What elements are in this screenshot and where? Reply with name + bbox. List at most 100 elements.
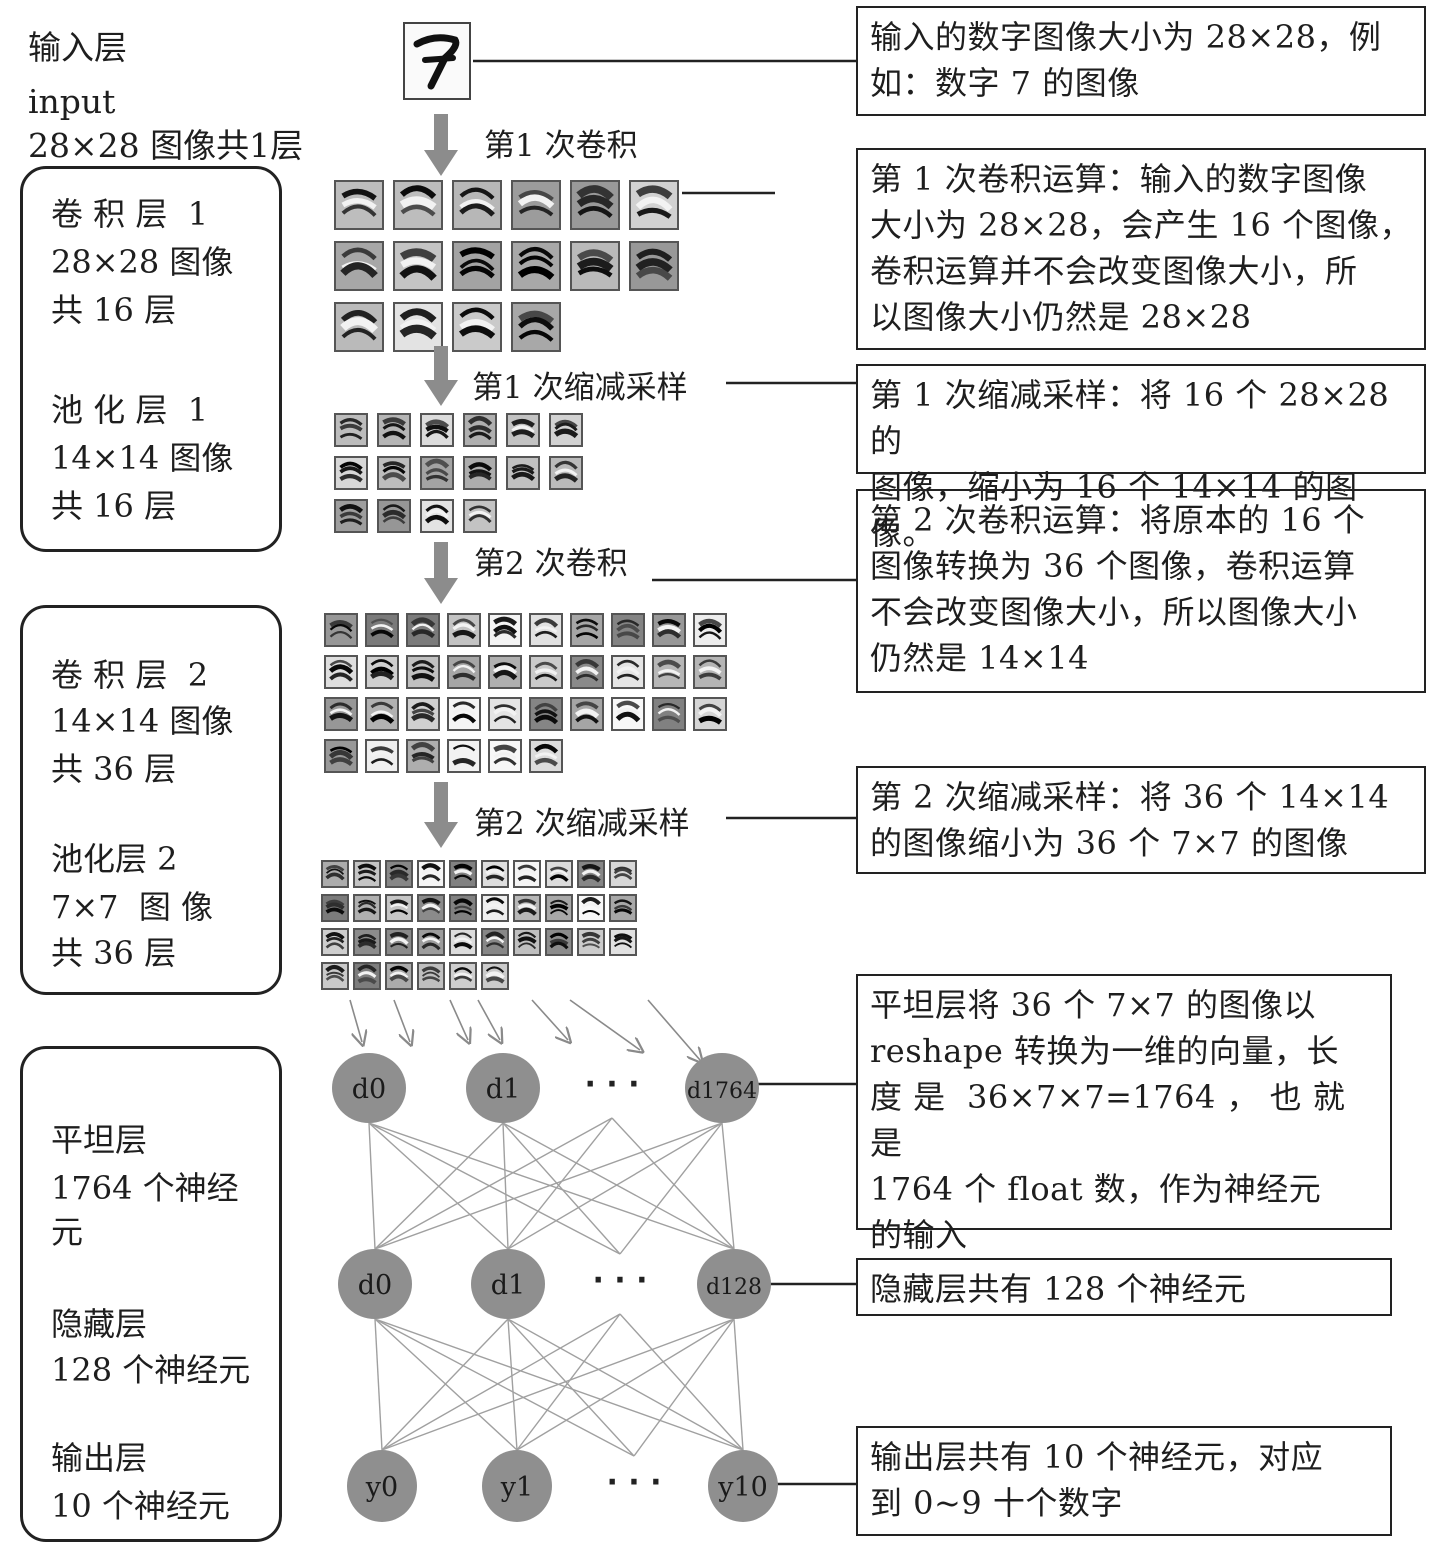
pool2-feature-map [385, 860, 413, 888]
output-ellipsis: · · · [606, 1465, 661, 1500]
pool1-note: 第 1 次缩减采样：将 16 个 28×28 的 图像，缩小为 16 个 14×… [856, 364, 1426, 552]
neuron-connection [619, 1122, 723, 1255]
conv1-feature-map [393, 180, 443, 230]
conv2-feature-map [529, 655, 563, 689]
neuron-connection [733, 1318, 744, 1451]
conv2-feature-map [529, 739, 563, 773]
conv2-feature-map [488, 613, 522, 647]
group3-line: 元 [51, 1213, 84, 1251]
dense-layers-group: 平坦层 1764 个神经 元 隐藏层 128 个神经元 输出层 10 个神经元 [20, 1046, 282, 1542]
pool2-feature-map [449, 860, 477, 888]
conv1-feature-map [570, 241, 620, 291]
group3-line: 10 个神经元 [51, 1487, 230, 1525]
pool2-feature-map [353, 962, 381, 990]
pool1-feature-map [420, 499, 454, 533]
group1-line: 共 16 层 [51, 291, 177, 329]
digit-seven-glyph [413, 34, 460, 90]
neuron-connection [368, 1122, 735, 1250]
pool1-feature-map [377, 413, 411, 447]
pool2-feature-map [353, 928, 381, 956]
output-neuron: y0 [347, 1450, 417, 1522]
flatten-neuron-label: d1 [486, 1074, 520, 1105]
flatten-ellipsis: · · · [584, 1067, 639, 1102]
hidden-neuron-label: d1 [491, 1270, 525, 1301]
conv2-feature-map [406, 697, 440, 731]
conv2-feature-map [611, 655, 645, 689]
pool1-feature-map [420, 413, 454, 447]
neuron-connection [611, 1117, 735, 1250]
output-neuron: y10 [708, 1450, 778, 1522]
conv2-pool2-group: 卷 积 层 2 14×14 图像 共 36 层 池化层 2 7×7 图 像 共 … [20, 605, 282, 995]
conv2-feature-map [570, 655, 604, 689]
conv2-feature-maps [324, 613, 727, 773]
pool2-feature-map [609, 894, 637, 922]
group1-line: 卷 积 层 1 [51, 195, 209, 233]
conv2-feature-map [570, 613, 604, 647]
group2-line: 7×7 图 像 [51, 888, 214, 926]
pool2-feature-map [417, 962, 445, 990]
pool2-feature-map [449, 962, 477, 990]
conv1-step-label: 第1 次卷积 [484, 128, 638, 164]
pool1-feature-map [334, 413, 368, 447]
group2-line: 共 36 层 [51, 750, 177, 788]
conv2-feature-map [611, 613, 645, 647]
conv2-feature-map [365, 739, 399, 773]
pool2-feature-map [321, 894, 349, 922]
hidden-neuron-label: d128 [706, 1275, 762, 1300]
pool2-feature-map [417, 894, 445, 922]
input-note: 输入的数字图像大小为 28×28，例 如：数字 7 的图像 [856, 6, 1426, 116]
pool1-feature-map [420, 456, 454, 490]
pool2-feature-map [353, 894, 381, 922]
pool1-feature-map [549, 413, 583, 447]
conv2-feature-map [529, 697, 563, 731]
conv1-feature-map [629, 180, 679, 230]
conv2-feature-map [406, 739, 440, 773]
flatten-neuron-label: d0 [352, 1074, 386, 1105]
conv1-feature-map [511, 241, 561, 291]
pool1-feature-map [549, 456, 583, 490]
neuron-connection [368, 1122, 376, 1250]
neuron-connection [374, 1122, 723, 1250]
input-layer-name: input [28, 82, 116, 121]
pool1-feature-map [506, 413, 540, 447]
group2-line: 共 36 层 [51, 934, 177, 972]
conv1-note: 第 1 次卷积运算：输入的数字图像 大小为 28×28，会产生 16 个图像， … [856, 148, 1426, 350]
pool1-feature-map [334, 499, 368, 533]
group3-line: 隐藏层 [51, 1305, 148, 1343]
conv1-feature-map [452, 241, 502, 291]
neuron-connection [502, 1122, 621, 1255]
group3-line: 128 个神经元 [51, 1351, 251, 1389]
flatten-neuron: d0 [332, 1053, 406, 1123]
neuron-connection [619, 1313, 744, 1451]
conv2-feature-map [365, 613, 399, 647]
conv2-note: 第 2 次卷积运算：将原本的 16 个 图像转换为 36 个图像，卷积运算 不会… [856, 489, 1426, 693]
neuron-connection [507, 1318, 518, 1451]
pool2-feature-map [513, 928, 541, 956]
group1-line: 28×28 图像 [51, 243, 234, 281]
neuron-connection [721, 1122, 735, 1250]
pool2-feature-map [417, 928, 445, 956]
neuron-connection [507, 1117, 613, 1250]
conv2-feature-map [611, 697, 645, 731]
conv2-feature-map [447, 697, 481, 731]
conv2-feature-map [693, 697, 727, 731]
pool2-feature-map [449, 928, 477, 956]
conv1-feature-map [334, 241, 384, 291]
input-digit-image [403, 22, 471, 100]
pool2-feature-map [449, 894, 477, 922]
conv1-feature-map [334, 302, 384, 352]
flatten-neuron: d1764 [685, 1053, 759, 1123]
group2-line: 14×14 图像 [51, 702, 234, 740]
conv1-feature-map [334, 180, 384, 230]
conv2-feature-map [324, 613, 358, 647]
pool2-feature-map [609, 928, 637, 956]
down-arrow-icon [424, 114, 458, 176]
flatten-neuron: d1 [466, 1053, 540, 1123]
pool2-feature-map [353, 860, 381, 888]
neuron-connection [381, 1313, 621, 1451]
pool1-feature-map [377, 499, 411, 533]
conv2-feature-map [365, 697, 399, 731]
pool2-feature-map [545, 928, 573, 956]
neuron-connection [374, 1318, 383, 1451]
